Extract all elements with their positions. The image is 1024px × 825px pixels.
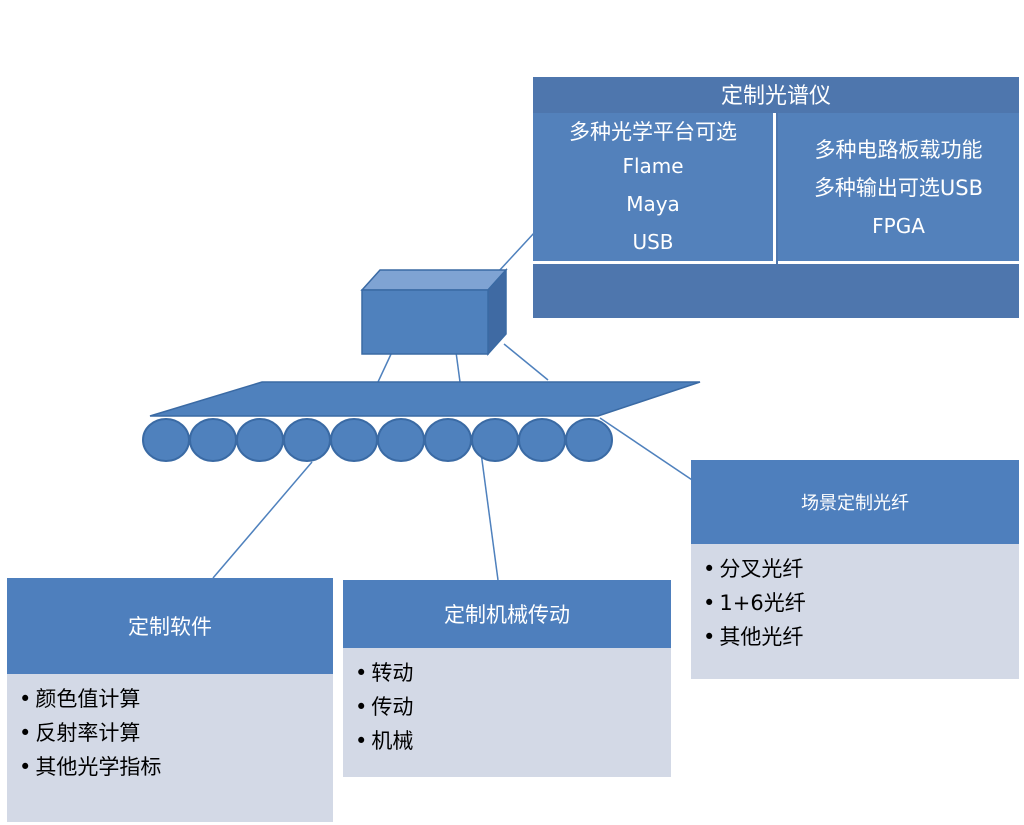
list-item: 机械 <box>343 724 671 758</box>
list-item: 分叉光纤 <box>691 552 1019 586</box>
conveyor-platform <box>149 381 701 417</box>
spectrometer-box-illustration <box>360 268 508 356</box>
optics-line-3: Maya <box>626 192 680 216</box>
conveyor-roller <box>283 418 331 462</box>
conveyor-roller <box>330 418 378 462</box>
optics-line-2: Flame <box>622 154 684 178</box>
conveyor-rollers <box>142 418 613 462</box>
conveyor-roller <box>377 418 425 462</box>
software-card-body: 颜色值计算 反射率计算 其他光学指标 <box>7 674 333 822</box>
circuit-line-1: 多种电路板载功能 <box>814 138 983 162</box>
conveyor-roller <box>565 418 613 462</box>
connector-line-box-right <box>503 343 549 381</box>
software-card-title: 定制软件 <box>7 578 333 674</box>
list-item: 反射率计算 <box>7 716 333 750</box>
connector-line-box-left <box>377 351 393 383</box>
conveyor-roller <box>142 418 190 462</box>
conveyor-roller <box>518 418 566 462</box>
software-list: 颜色值计算 反射率计算 其他光学指标 <box>7 682 333 784</box>
mechanical-card-body: 转动 传动 机械 <box>343 648 671 777</box>
list-item: 转动 <box>343 656 671 690</box>
mechanical-card-title: 定制机械传动 <box>343 580 671 648</box>
fiber-list: 分叉光纤 1+6光纤 其他光纤 <box>691 552 1019 654</box>
list-item: 1+6光纤 <box>691 586 1019 620</box>
fiber-card-title: 场景定制光纤 <box>691 460 1019 544</box>
conveyor-roller <box>189 418 237 462</box>
list-item: 其他光学指标 <box>7 750 333 784</box>
spectrometer-title: 定制光谱仪 <box>533 77 1019 111</box>
conveyor-roller <box>471 418 519 462</box>
spectrometer-optics-box: 多种光学平台可选 Flame Maya USB <box>533 113 776 264</box>
mechanical-list: 转动 传动 机械 <box>343 656 671 758</box>
list-item: 颜色值计算 <box>7 682 333 716</box>
connector-line-software <box>212 461 313 579</box>
circuit-line-3: FPGA <box>872 214 925 238</box>
optics-line-1: 多种光学平台可选 <box>569 120 737 144</box>
connector-line-box-mid <box>455 351 461 383</box>
list-item: 传动 <box>343 690 671 724</box>
spectrometer-circuit-box: 多种电路板载功能 多种输出可选USB FPGA <box>778 113 1019 264</box>
conveyor-roller <box>424 418 472 462</box>
conveyor-roller <box>236 418 284 462</box>
circuit-line-2: 多种输出可选USB <box>813 176 984 200</box>
optics-line-4: USB <box>632 230 674 254</box>
fiber-card-body: 分叉光纤 1+6光纤 其他光纤 <box>691 544 1019 679</box>
list-item: 其他光纤 <box>691 620 1019 654</box>
